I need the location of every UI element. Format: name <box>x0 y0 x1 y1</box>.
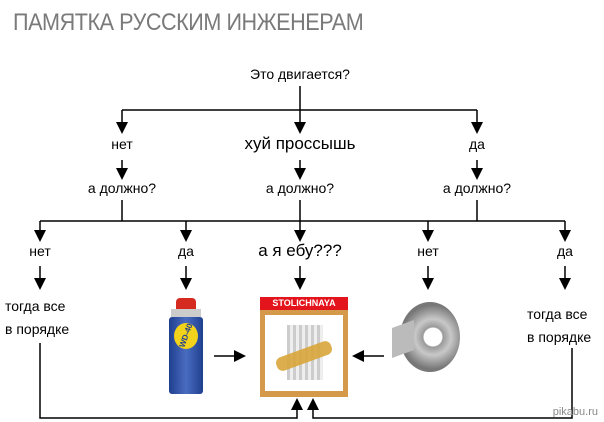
question-should-it: а должно? <box>442 180 512 196</box>
outcome-line: тогда все <box>527 306 588 322</box>
duct-tape-image <box>392 300 462 376</box>
answer-yes: да <box>178 243 194 259</box>
answer-unknown: хуй проссышь <box>244 134 356 153</box>
answer-yes: да <box>469 136 485 152</box>
outcome-line: в порядке <box>5 321 70 337</box>
outcome-all-fine-left: тогда все в порядке <box>5 295 69 341</box>
page-title: ПАМЯТКА РУССКИМ ИНЖЕНЕРАМ <box>13 9 364 36</box>
outcome-line: тогда все <box>5 298 66 314</box>
stolichnaya-label: STOLICHNAYA <box>260 297 348 310</box>
answer-yes: да <box>557 243 573 259</box>
question-should-it: а должно? <box>87 180 157 196</box>
answer-no: нет <box>111 136 133 152</box>
answer-no: нет <box>417 243 439 259</box>
answer-no: нет <box>29 243 51 259</box>
wd40-can-image: WD-40 <box>167 298 205 394</box>
outcome-line: в порядке <box>527 329 592 345</box>
outcome-all-fine-right: тогда все в порядке <box>527 303 591 349</box>
question-should-it: а должно? <box>265 180 335 196</box>
answer-dunno: а я ебу??? <box>258 241 342 260</box>
root-question: Это двигается? <box>250 66 350 82</box>
stolichnaya-vodka-image: STOLICHNAYA <box>260 297 348 397</box>
watermark: pikabu.ru <box>552 406 598 418</box>
